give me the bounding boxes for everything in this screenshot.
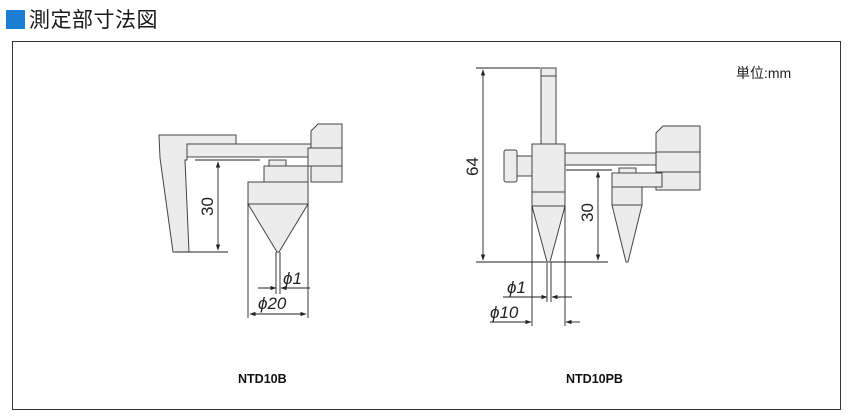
ntd10pb-total-height-label: 64: [463, 157, 482, 176]
unit-note: 単位:mm: [736, 65, 791, 81]
heading-title: 測定部寸法図: [29, 8, 158, 32]
ntd10pb-drawing: [503, 67, 701, 263]
ntd10pb-tip-label: ϕ1: [507, 278, 526, 297]
ntd10b-tip-label: ϕ1: [283, 269, 302, 288]
ntd10b-model-label: NTD10B: [238, 372, 287, 386]
ntd10b-dimensions: [175, 159, 310, 318]
drawing-frame: [12, 41, 841, 410]
section-heading: 測定部寸法図: [6, 4, 158, 34]
ntd10pb-dimensions: [476, 67, 612, 326]
ntd10b-base-label: ϕ20: [258, 294, 287, 313]
ntd10b-height-label: 30: [198, 197, 217, 216]
ntd10pb-base-label: ϕ10: [490, 303, 519, 322]
ntd10b-drawing: [158, 123, 343, 253]
ntd10pb-model-label: NTD10PB: [566, 372, 623, 386]
heading-square-icon: [6, 9, 25, 29]
ntd10pb-height-label: 30: [578, 203, 597, 222]
